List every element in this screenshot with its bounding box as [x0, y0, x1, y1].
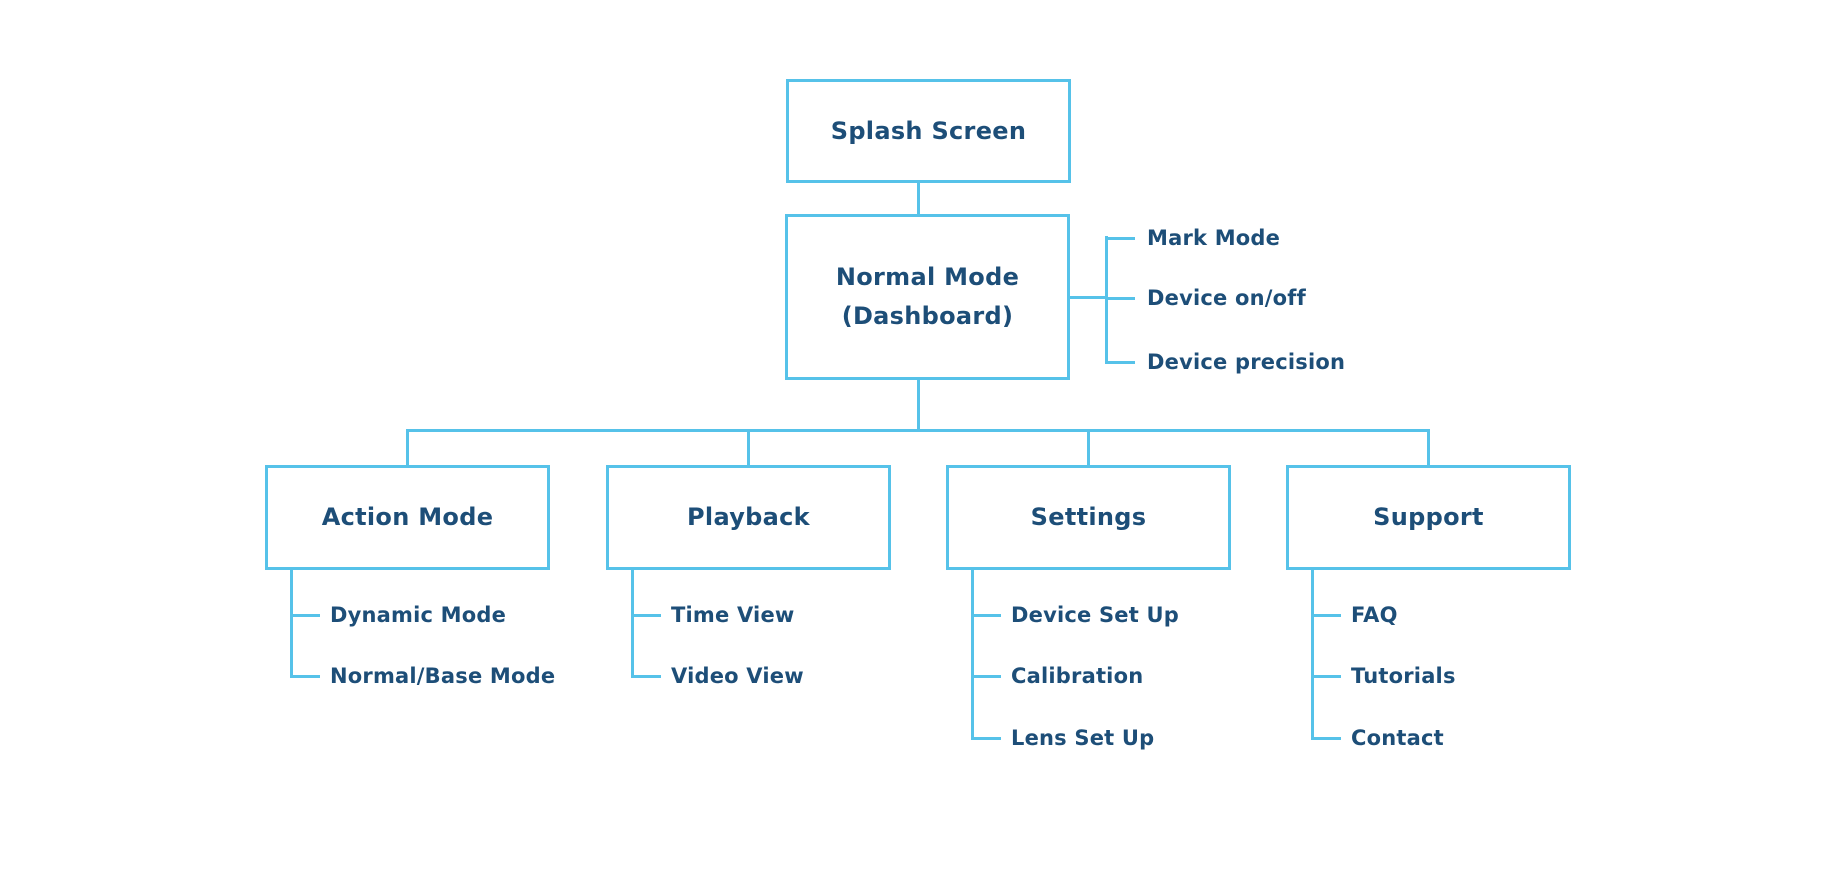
- node-normal-mode-label-line2: (Dashboard): [841, 302, 1014, 330]
- action-mode-tick-dynamic-mode: [290, 614, 320, 617]
- node-settings-label: Settings: [1030, 503, 1147, 531]
- leaf-faq: FAQ: [1351, 603, 1398, 627]
- node-action-mode: Action Mode: [265, 465, 550, 570]
- support-tick-faq: [1311, 614, 1341, 617]
- support-tick-tutorials: [1311, 675, 1341, 678]
- leaf-tutorials: Tutorials: [1351, 664, 1456, 688]
- node-support: Support: [1286, 465, 1571, 570]
- playback-tick-time-view: [631, 614, 661, 617]
- settings-tick-device-set-up: [971, 614, 1001, 617]
- node-action-mode-label: Action Mode: [321, 503, 494, 531]
- side-branch-tick-device-precision: [1105, 361, 1135, 364]
- settings-branch-line: [971, 570, 974, 740]
- node-splash-screen: Splash Screen: [786, 79, 1071, 183]
- side-branch-tick-mark-mode: [1105, 237, 1135, 240]
- leaf-device-set-up: Device Set Up: [1011, 603, 1179, 627]
- side-item-device-on-off: Device on/off: [1147, 286, 1306, 310]
- side-item-mark-mode: Mark Mode: [1147, 226, 1281, 250]
- drop-settings: [1087, 429, 1090, 465]
- node-splash-screen-label: Splash Screen: [830, 116, 1027, 145]
- playback-branch-line: [631, 570, 634, 678]
- leaf-lens-set-up: Lens Set Up: [1011, 726, 1155, 750]
- node-normal-mode-label-line1: Normal Mode: [835, 263, 1020, 291]
- support-branch-line: [1311, 570, 1314, 740]
- connector-normal-to-side-branch: [1068, 296, 1107, 299]
- leaf-dynamic-mode: Dynamic Mode: [330, 603, 507, 627]
- connector-normal-to-children: [917, 380, 920, 432]
- connector-splash-to-normal: [917, 183, 920, 214]
- leaf-normal-base-mode: Normal/Base Mode: [330, 664, 556, 688]
- settings-tick-calibration: [971, 675, 1001, 678]
- node-normal-mode: Normal Mode (Dashboard): [785, 214, 1070, 380]
- node-playback-label: Playback: [687, 503, 810, 531]
- leaf-video-view: Video View: [671, 664, 804, 688]
- leaf-calibration: Calibration: [1011, 664, 1144, 688]
- drop-support: [1427, 429, 1430, 465]
- action-mode-branch-line: [290, 570, 293, 678]
- side-branch-tick-device-on-off: [1105, 297, 1135, 300]
- node-settings: Settings: [946, 465, 1231, 570]
- side-branch-vertical-line: [1105, 236, 1108, 364]
- side-item-device-precision: Device precision: [1147, 350, 1346, 374]
- drop-playback: [747, 429, 750, 465]
- leaf-contact: Contact: [1351, 726, 1444, 750]
- node-playback: Playback: [606, 465, 891, 570]
- playback-tick-video-view: [631, 675, 661, 678]
- drop-action-mode: [406, 429, 409, 465]
- settings-tick-lens-set-up: [971, 737, 1001, 740]
- node-support-label: Support: [1373, 503, 1484, 531]
- leaf-time-view: Time View: [671, 603, 795, 627]
- children-distribution-line: [406, 429, 1430, 432]
- action-mode-tick-normal-base-mode: [290, 675, 320, 678]
- support-tick-contact: [1311, 737, 1341, 740]
